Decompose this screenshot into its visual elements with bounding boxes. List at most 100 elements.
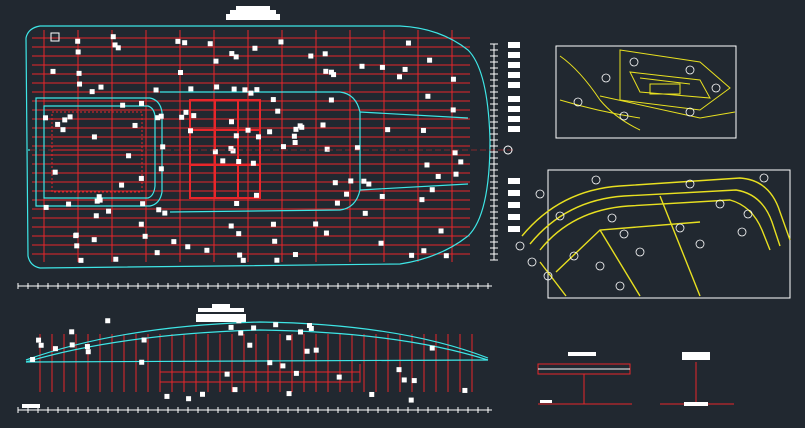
frame-tag — [322, 51, 328, 57]
frame-tag — [97, 197, 103, 203]
profile-tag — [408, 397, 414, 403]
frame-tag — [185, 244, 191, 250]
frame-tag — [132, 122, 138, 128]
detail-2-frame — [547, 169, 791, 299]
frame-tag — [420, 127, 426, 133]
frame-tag — [453, 171, 459, 177]
frame-tag — [450, 107, 456, 113]
frame-tag — [106, 208, 112, 214]
frame-tag — [77, 81, 83, 87]
frame-tag — [140, 201, 146, 207]
frame-tag — [43, 115, 49, 121]
frame-tag — [272, 238, 278, 244]
frame-tag — [320, 122, 326, 128]
reference-marker — [50, 32, 60, 42]
profile-view — [17, 304, 492, 413]
detail-2-callout — [591, 175, 601, 185]
section-detail-b — [660, 352, 734, 406]
frame-tag — [331, 72, 337, 78]
frame-tag — [293, 126, 299, 132]
detail-2-callout — [607, 213, 617, 223]
frame-tag — [452, 150, 458, 156]
profile-keel — [159, 364, 361, 383]
frame-tag — [115, 45, 121, 51]
frame-tag — [250, 160, 256, 166]
detail-1-callouts — [573, 57, 721, 121]
frame-tag — [74, 243, 80, 249]
frame-tag — [291, 133, 297, 139]
section-a-label — [540, 400, 552, 403]
frame-tag — [96, 194, 102, 200]
frame-tag — [308, 53, 314, 59]
profile-tag — [369, 391, 375, 397]
frame-tag — [443, 253, 449, 259]
detail-2-callout — [619, 229, 629, 239]
detail-2-callout — [543, 271, 553, 281]
profile-tag — [293, 370, 299, 376]
frame-tag — [425, 93, 431, 99]
profile-tag — [304, 348, 310, 354]
frame-tag — [93, 213, 99, 219]
frame-tag — [156, 207, 162, 213]
profile-tag — [429, 345, 435, 351]
profile-tag — [84, 344, 90, 350]
frame-tag — [220, 158, 226, 164]
frame-tag — [366, 181, 372, 187]
frame-tag — [267, 129, 273, 135]
profile-tag — [251, 325, 257, 331]
frame-tag — [233, 54, 239, 60]
frame-tag — [378, 240, 384, 246]
frame-tag — [155, 115, 161, 121]
frame-tag — [204, 247, 210, 253]
frame-tag — [138, 221, 144, 227]
frame-tag — [438, 228, 444, 234]
profile-tag — [236, 318, 242, 324]
hull-outline — [25, 25, 491, 269]
frame-tag — [153, 87, 159, 93]
frame-tag — [270, 221, 276, 227]
profile-tag — [164, 393, 170, 399]
frame-tag — [138, 175, 144, 181]
frame-tag — [229, 119, 235, 125]
frame-tag — [255, 134, 261, 140]
frame-tag — [242, 87, 248, 93]
frame-tag — [332, 180, 338, 186]
profile-scale-ticks — [17, 407, 489, 413]
frame-tag — [280, 144, 286, 150]
profile-tag — [238, 330, 244, 336]
frame-tag — [183, 109, 189, 115]
frame-tag — [188, 86, 194, 92]
frame-tag — [231, 86, 237, 92]
frame-tag — [396, 74, 402, 80]
detail-2-callout — [515, 241, 525, 251]
frame-tag — [237, 252, 243, 258]
frame-tag — [297, 123, 303, 129]
frame-tag — [214, 84, 220, 90]
frame-tag — [236, 231, 242, 237]
profile-tag — [286, 391, 292, 397]
frame-tag — [171, 239, 177, 245]
frame-tag — [240, 257, 246, 263]
plan-scale-ticks — [17, 283, 489, 289]
frame-tag — [113, 256, 119, 262]
frame-tag — [120, 102, 126, 108]
detail-1-frame — [555, 45, 737, 139]
frame-tag — [52, 169, 58, 175]
frame-tag — [73, 233, 79, 239]
plan-legend-column — [508, 42, 520, 232]
frame-tag — [179, 114, 185, 120]
detail-2-callout — [527, 257, 537, 267]
profile-tag — [401, 377, 407, 383]
frame-tag — [228, 146, 234, 152]
profile-frames — [39, 334, 473, 392]
frame-tag — [177, 70, 183, 76]
profile-tag — [396, 367, 402, 373]
frame-tag — [158, 113, 164, 119]
profile-tag — [85, 349, 91, 355]
section-b-title — [682, 352, 710, 360]
profile-tags — [30, 318, 468, 403]
profile-tag — [228, 324, 234, 330]
frame-tag — [292, 252, 298, 258]
frame-tag — [126, 153, 132, 159]
frame-tag — [419, 197, 425, 203]
